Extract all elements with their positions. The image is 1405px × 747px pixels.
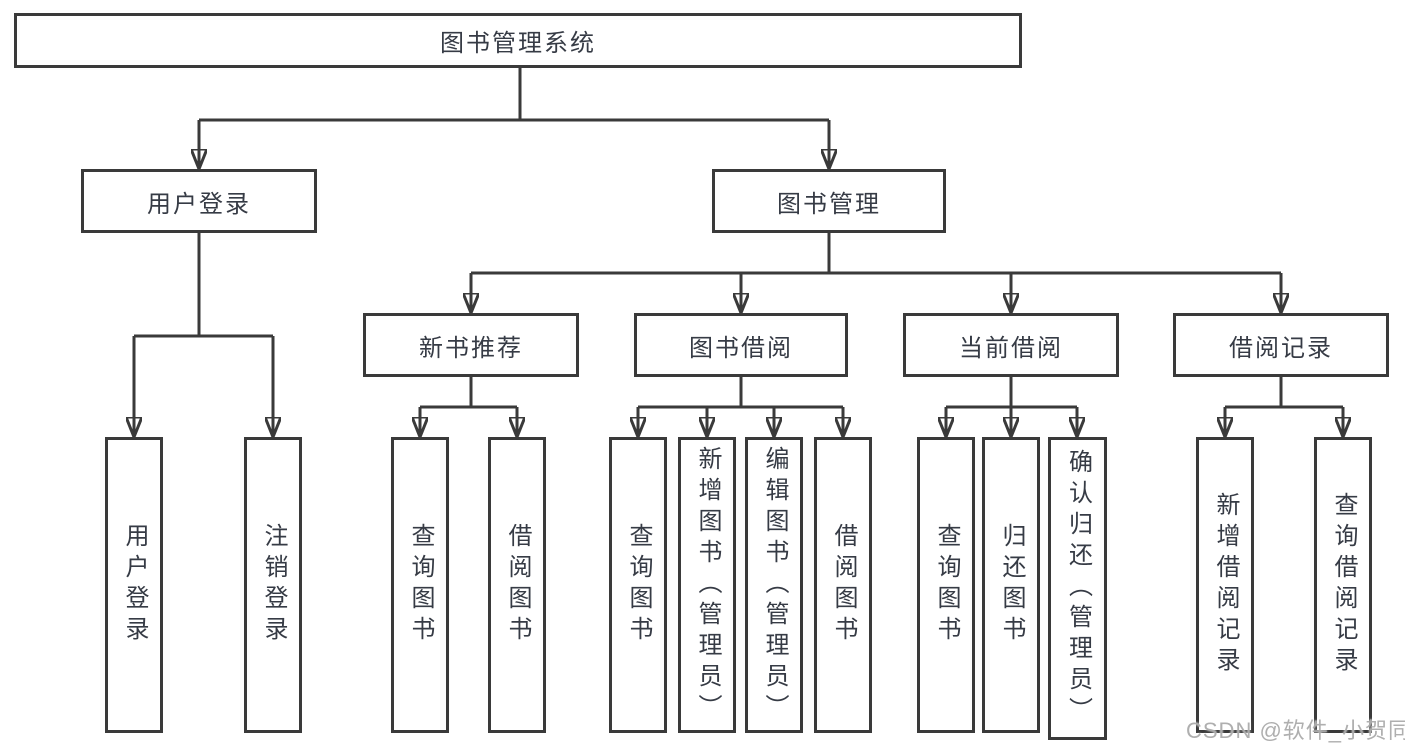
node-user-login: 用户登录 [81, 169, 317, 233]
leaf-borrow-books-recommend: 借阅图书 [488, 437, 546, 733]
connector-book-borrow-children [638, 377, 843, 437]
connector-trunk [638, 377, 843, 409]
connector-borrow-records-children [1225, 377, 1343, 437]
leaf-query-books-borrow: 查询图书 [609, 437, 667, 733]
connector-current-borrow-children [946, 377, 1077, 437]
leaf-query-books-current: 查询图书 [917, 437, 975, 733]
connector-trunk [420, 377, 517, 409]
leaf-confirm-return-admin: 确认归还（管理员） [1048, 437, 1107, 740]
connector-trunk [946, 377, 1077, 409]
connector-user-login-children [134, 233, 273, 437]
connector-trunk [471, 233, 1281, 275]
node-borrow-records: 借阅记录 [1173, 313, 1389, 377]
leaf-add-book-admin: 新增图书（管理员） [678, 437, 736, 733]
leaf-query-borrow-record: 查询借阅记录 [1314, 437, 1372, 733]
leaf-borrow-books: 借阅图书 [814, 437, 872, 733]
leaf-return-book: 归还图书 [982, 437, 1040, 733]
node-book-borrow: 图书借阅 [634, 313, 848, 377]
leaf-query-books-recommend: 查询图书 [391, 437, 449, 733]
leaf-add-borrow-record: 新增借阅记录 [1196, 437, 1254, 733]
node-current-borrow: 当前借阅 [903, 313, 1119, 377]
node-new-book-recommend: 新书推荐 [363, 313, 579, 377]
connector-trunk [134, 233, 273, 338]
connector-new-book-recommend-children [420, 377, 517, 437]
connector-trunk [199, 68, 829, 122]
node-root-library-system: 图书管理系统 [14, 13, 1022, 68]
leaf-user-login: 用户登录 [105, 437, 163, 733]
leaf-edit-book-admin: 编辑图书（管理员） [745, 437, 803, 733]
leaf-logout: 注销登录 [244, 437, 302, 733]
connector-trunk [1225, 377, 1343, 409]
connector-root-to-level2 [199, 68, 829, 169]
connector-book-management-to-level3 [471, 233, 1281, 313]
node-book-management: 图书管理 [712, 169, 946, 233]
csdn-watermark: CSDN @软件_小贺同学 [1186, 718, 1405, 743]
